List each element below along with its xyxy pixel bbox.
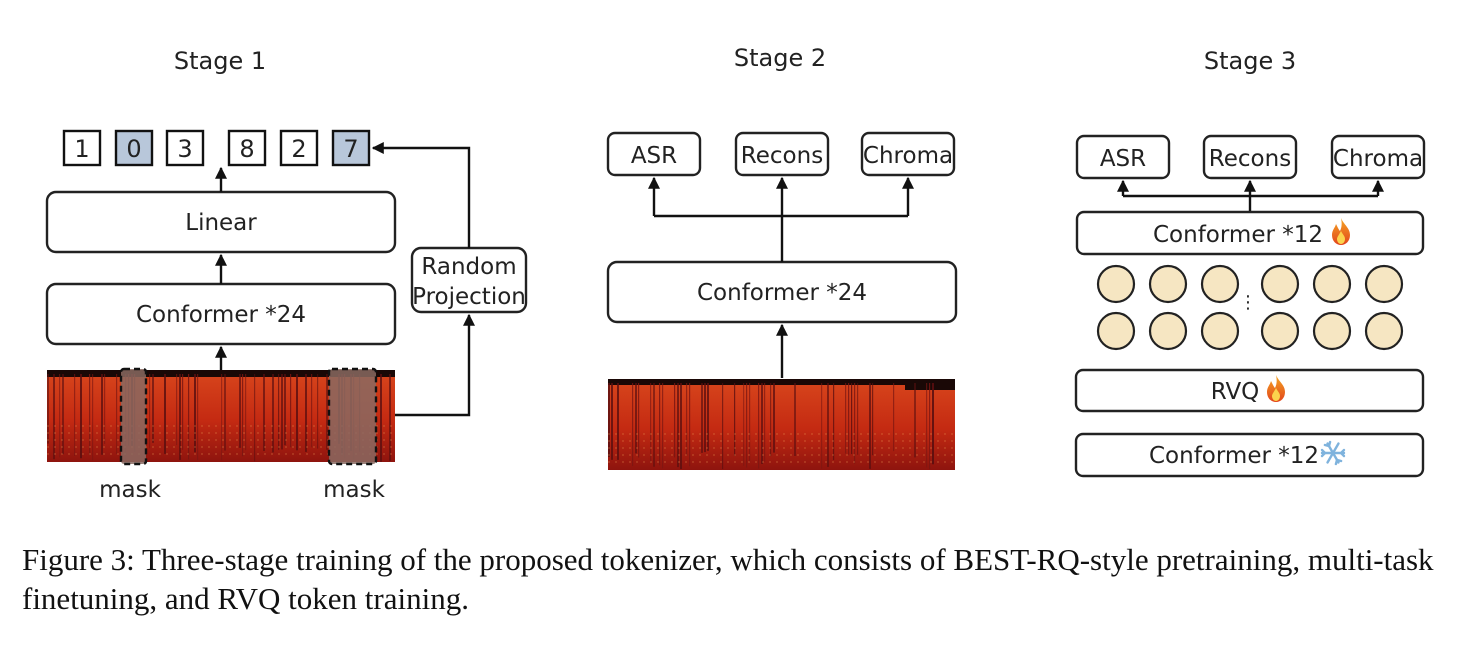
token-node	[1148, 264, 1188, 304]
training-diagram: Stage 1 1 0 3 8 2 7 Linear Conformer *24 Rand…	[45, 44, 1426, 503]
arrow-spec-to-projection	[395, 313, 475, 417]
mask-region-right	[327, 367, 378, 466]
token-box	[62, 129, 102, 167]
fire-icon	[1332, 218, 1350, 245]
asr-label: ASR	[631, 143, 677, 169]
vertical-ellipsis: ⋮	[1239, 292, 1257, 313]
token-node-grid: ⋮	[1096, 264, 1404, 351]
token-box	[165, 129, 205, 167]
token-value: 2	[291, 135, 306, 163]
linear-label: Linear	[185, 210, 257, 236]
asr-head	[1075, 134, 1171, 180]
projection-label-line1: Random	[421, 254, 516, 280]
snowflake-icon	[1320, 440, 1346, 466]
conformer-bottom-label: Conformer *12	[1149, 443, 1319, 469]
token-value: 7	[343, 135, 358, 163]
token-node	[1200, 264, 1240, 304]
chroma-head	[1330, 134, 1426, 180]
token-node	[1312, 311, 1352, 351]
mask-region-left	[119, 367, 148, 466]
token-box	[331, 129, 371, 167]
token-node	[1096, 264, 1136, 304]
token-box	[279, 129, 319, 167]
recons-head	[734, 131, 830, 177]
recons-label: Recons	[1209, 146, 1291, 172]
stage1: Stage 1 1 0 3 8 2 7 Linear Conformer *24 Rand…	[45, 47, 528, 503]
token-node	[1364, 264, 1404, 304]
token-node	[1148, 311, 1188, 351]
rvq-trainable	[1074, 368, 1425, 413]
arrow-projection-to-target	[371, 142, 471, 248]
rvq-label: RVQ	[1211, 379, 1260, 405]
stage2: Stage 2 ASR Recons Chroma Conformer *24	[606, 44, 958, 470]
conformer-label: Conformer *24	[697, 280, 867, 306]
token-box	[114, 129, 154, 167]
token-value: 1	[74, 135, 89, 163]
conformer-12-frozen	[1074, 432, 1425, 478]
stage3: Stage 3 ASR Recons Chroma Conformer *12	[1074, 47, 1426, 478]
stage3-title: Stage 3	[1204, 47, 1296, 75]
asr-label: ASR	[1100, 146, 1146, 172]
mask-right-label: mask	[323, 477, 385, 503]
token-node	[1200, 311, 1240, 351]
conformer-label: Conformer *24	[136, 302, 306, 328]
token-node	[1096, 311, 1136, 351]
chroma-label: Chroma	[1333, 146, 1423, 172]
spectrogram	[608, 379, 955, 470]
token-node	[1364, 311, 1404, 351]
token-row: 1 0 3 8 2 7	[62, 129, 371, 167]
token-node	[1260, 264, 1300, 304]
asr-head	[606, 131, 702, 177]
fire-icon	[1267, 375, 1285, 402]
stage1-title: Stage 1	[174, 47, 266, 75]
token-value: 8	[239, 135, 254, 163]
token-box	[227, 129, 267, 167]
stage2-title: Stage 2	[734, 44, 826, 72]
chroma-label: Chroma	[863, 143, 953, 169]
conformer-top-label: Conformer *12	[1153, 222, 1323, 248]
token-value: 0	[126, 135, 141, 163]
recons-head	[1202, 134, 1298, 180]
token-node	[1312, 264, 1352, 304]
chroma-head	[860, 131, 956, 177]
recons-label: Recons	[741, 143, 823, 169]
figure-caption: Figure 3: Three-stage training of the pr…	[22, 542, 1434, 616]
projection-label-line2: Projection	[412, 284, 526, 310]
mask-left-label: mask	[99, 477, 161, 503]
token-value: 3	[177, 135, 192, 163]
token-node	[1260, 311, 1300, 351]
